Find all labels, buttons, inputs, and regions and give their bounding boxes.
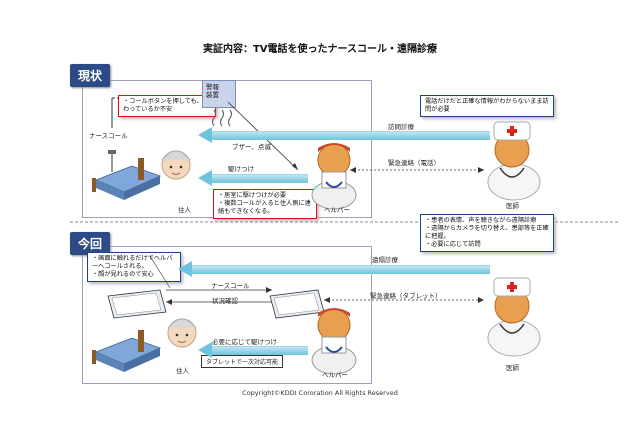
nurse-call-label-new: ナースコール <box>211 282 250 290</box>
remote-label: 遠隔診療 <box>372 256 398 264</box>
new-section-tab: 今回 <box>70 232 111 255</box>
resident-label-new: 住人 <box>176 367 189 375</box>
doctor-callout-new: ・患者の表情、声を聴きながら遠隔診療 ・遠隔からカメラを切り替え、患部等を正確に… <box>420 214 554 252</box>
helper-label-new: ヘルパー <box>322 371 348 379</box>
doctor-label: 医師 <box>506 202 519 210</box>
helper-label: ヘルパー <box>324 206 350 214</box>
remote-arrowhead <box>178 261 192 277</box>
alarm-device: 警報装置 <box>202 80 236 108</box>
helper-callout: ・居室に駆けつけが必要 ・複数コールが入ると住人側に連絡もできなくなる。 <box>213 189 317 219</box>
visit-arrowhead <box>198 127 212 143</box>
resident-callout-new: ・画面に触れるだけでヘルパーへコールされる。 ・顔が見れるので安心 <box>87 252 181 282</box>
emergency-phone-label: 緊急連絡（電話） <box>388 159 440 167</box>
copyright-text: Copyright©KDDI Cororation All Rights Res… <box>242 389 398 397</box>
resident-label: 住人 <box>178 206 191 214</box>
visit-label: 訪問診療 <box>388 123 414 131</box>
nurse-call-label: ナースコール <box>89 132 128 140</box>
tablet-response-box: タブレットで一次対応可能 <box>201 355 284 368</box>
doctor-label-new: 医師 <box>506 364 519 372</box>
rush-if-needed-label: 必要に応じて駆けつけ <box>212 338 277 346</box>
rush-arrowhead-new <box>198 342 212 358</box>
rush-arrowhead <box>198 170 212 186</box>
buzzer-label: ブザー、点滅 <box>232 143 271 151</box>
rush-label: 駆けつけ <box>228 165 254 173</box>
remote-arrow <box>192 265 490 274</box>
page-title: 実証内容：TV電話を使ったナースコール・遠隔診療 <box>202 44 438 55</box>
visit-arrow <box>212 131 490 140</box>
emergency-tablet-label: 緊急連絡（タブレット） <box>370 292 442 300</box>
doctor-callout: 電話だけだと正確な情報がわからないまま訪問が必要 <box>420 95 554 117</box>
rush-arrow-new <box>212 346 308 355</box>
alarm-device-label: 警報装置 <box>206 83 219 99</box>
status-check-label: 状況確認 <box>212 297 238 305</box>
current-section-tab: 現状 <box>70 64 111 87</box>
rush-arrow <box>212 174 308 183</box>
